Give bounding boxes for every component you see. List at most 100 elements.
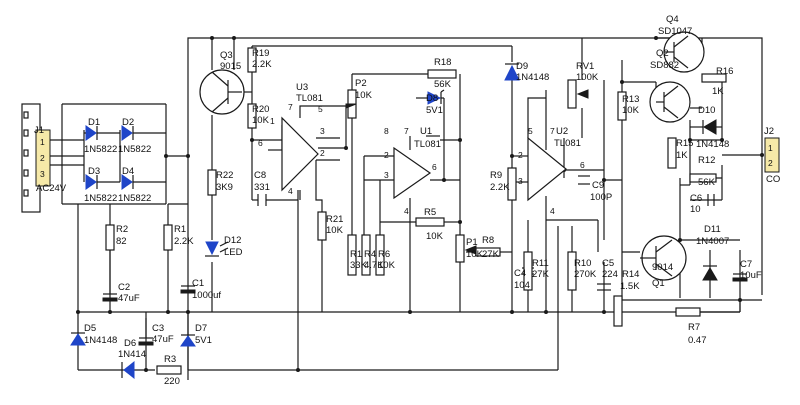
label-r18-val: 56K [434, 79, 452, 90]
label-q3: Q3 [220, 50, 233, 61]
label-u2: U2 [556, 126, 568, 137]
label-r10-val: 270K [574, 269, 597, 280]
pin-u3-4: 4 [288, 186, 293, 196]
zener-d8 [416, 89, 445, 105]
label-r13-val: 10K [622, 105, 640, 116]
label-c8-val: 331 [254, 182, 270, 193]
pin-u3-6: 6 [258, 138, 263, 148]
connector-j2 [764, 137, 780, 173]
resistor-r4 [361, 234, 371, 276]
label-d11-val: 1N4007 [696, 236, 729, 247]
label-r14-val: 1.5K [620, 281, 640, 292]
label-j1-pin3: 3 [40, 169, 45, 179]
label-r22: R22 [216, 170, 233, 181]
labels: J1 1 2 3 AC24V J2 1 2 CO D1 D2 1N5822 1N… [34, 14, 780, 387]
label-r13x: R1 [350, 249, 362, 260]
label-d3-val: 1N5822 [84, 193, 117, 204]
resistor-r20 [247, 103, 257, 129]
pin-u2-5: 5 [528, 126, 533, 136]
pin-u3-3: 3 [320, 126, 325, 136]
resistor-r18 [427, 69, 457, 79]
label-u2-val: TL081 [554, 138, 581, 149]
label-rv1-val: 100K [576, 72, 599, 83]
resistor-r9 [507, 167, 517, 201]
label-r12: R12 [698, 155, 715, 166]
label-r1: R1 [174, 224, 186, 235]
label-r3: R3 [164, 354, 176, 365]
resistor-r13 [617, 91, 627, 121]
label-d6: D6 [124, 338, 136, 349]
label-c5: C5 [602, 258, 614, 269]
label-d8-val: 5V1 [426, 105, 443, 116]
transistor-q2 [649, 81, 691, 123]
diode-d9 [504, 63, 520, 81]
resistor-r12 [689, 173, 717, 183]
pin-u1-6: 6 [432, 162, 437, 172]
label-c6-val: 10 [690, 204, 701, 215]
label-c5-val: 224 [602, 269, 618, 280]
label-d12: D12 [224, 235, 241, 246]
label-r21: R21 [326, 214, 343, 225]
label-d1-val: 1N5822 [84, 144, 117, 155]
label-r9: R9 [490, 170, 502, 181]
pin-u2-2: 2 [518, 150, 523, 160]
label-u3: U3 [296, 82, 308, 93]
label-r4: R4 [364, 249, 376, 260]
label-r7: R7 [688, 322, 700, 333]
label-r11: R11 [532, 258, 549, 269]
label-r13: R13 [622, 94, 639, 105]
label-r20: R20 [252, 104, 269, 115]
label-u1: U1 [420, 126, 432, 137]
resistor-r10 [567, 251, 577, 291]
label-u1-val: TL081 [414, 139, 441, 150]
label-d9-val: 1N4148 [516, 72, 549, 83]
label-d6-val: 1N414 [118, 349, 146, 360]
transistor-q4 [663, 31, 705, 73]
resistor-r8 [475, 247, 501, 257]
resistor-r7 [675, 307, 701, 317]
label-r6-val: 10K [378, 260, 396, 271]
label-r2-val: 82 [116, 236, 127, 247]
label-q1-val: 9014 [652, 262, 673, 273]
pin-u1-8: 8 [384, 126, 389, 136]
label-r16: R16 [716, 66, 733, 77]
capacitor-c8 [257, 194, 267, 206]
label-rv1: RV1 [576, 61, 594, 72]
label-c1-val: 1000uf [192, 290, 221, 301]
label-j1-pin2: 2 [40, 153, 45, 163]
label-r20-val: 10K [252, 115, 270, 126]
label-r6: R6 [378, 249, 390, 260]
resistor-r6 [375, 234, 385, 276]
label-d11: D11 [704, 224, 721, 235]
label-j2-pin2: 2 [768, 158, 773, 168]
label-r21-val: 10K [326, 225, 344, 236]
label-r8: R8 [482, 235, 494, 246]
label-r12-val: 56K [698, 177, 716, 188]
label-d7: D7 [195, 323, 207, 334]
label-q4-val: SD1047 [658, 26, 692, 37]
label-r8-val: 27K [482, 249, 500, 260]
capacitor-c9 [578, 175, 590, 185]
pin-u1-2: 2 [384, 150, 389, 160]
resistor-r16 [701, 73, 727, 83]
label-r5: R5 [424, 207, 436, 218]
potentiometer-p1 [455, 234, 477, 263]
label-d4: D4 [122, 166, 134, 177]
potentiometer-rv1 [567, 79, 589, 109]
label-r5-val: 10K [426, 231, 444, 242]
diode-d2 [121, 125, 166, 141]
label-d2-val: 1N5822 [118, 144, 151, 155]
label-r3-val: 220 [164, 376, 180, 387]
label-r15-val: 1K [676, 150, 688, 161]
label-r15: R15 [676, 138, 693, 149]
diode-d1 [84, 125, 120, 141]
label-d12-val: LED [224, 247, 243, 258]
label-d10: D10 [698, 105, 715, 116]
pin-u3-7: 7 [288, 102, 293, 112]
label-c4-val: 104 [514, 280, 530, 291]
label-d3: D3 [88, 166, 100, 177]
opamp-u1 [393, 146, 432, 200]
opamp-u3 [281, 116, 319, 192]
